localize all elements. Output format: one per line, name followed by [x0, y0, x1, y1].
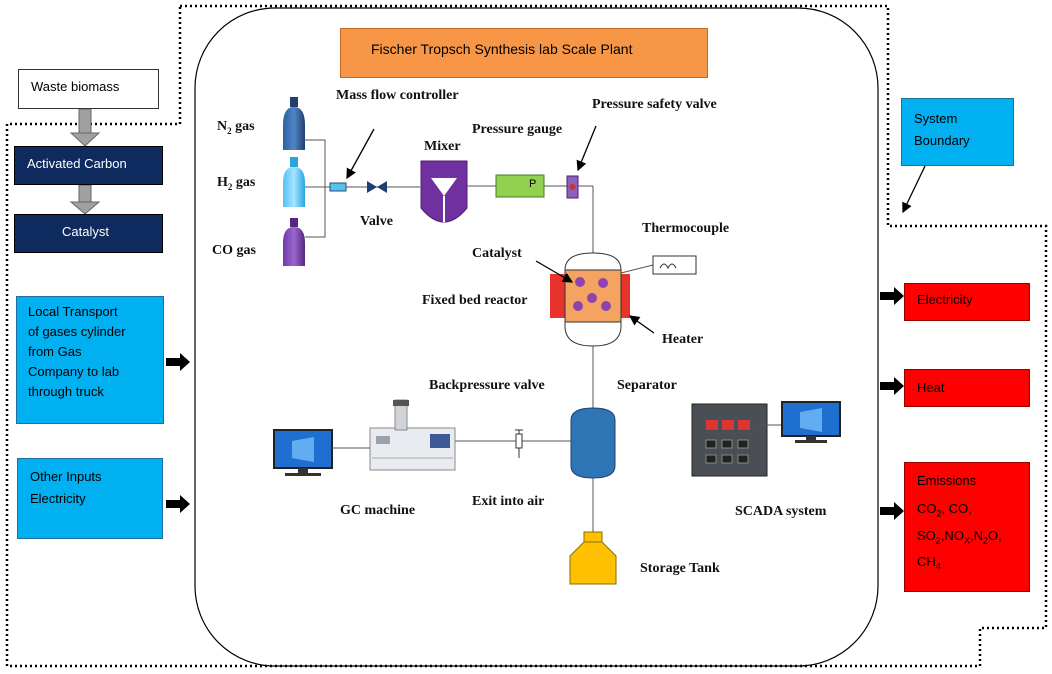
pressure-safety-valve-label: Pressure safety valve	[592, 97, 717, 112]
emissions-output-arrow	[880, 502, 904, 520]
scada-panel	[691, 403, 768, 477]
backpressure-valve	[515, 429, 523, 458]
local-transport-line-3: from Gas	[28, 344, 82, 359]
mixer-label: Mixer	[424, 139, 461, 154]
electricity-input-arrow	[166, 495, 190, 513]
emissions-list: CO2, CO, SO2,NOX,N2O, CH4	[917, 501, 1002, 572]
thermocouple-label: Thermocouple	[642, 221, 730, 236]
scada-computer	[781, 401, 841, 443]
activated-carbon-box: Activated Carbon	[14, 146, 163, 185]
transport-input-arrow	[166, 353, 190, 371]
other-inputs-line-1: Other Inputs	[30, 469, 102, 484]
storage-tank-label: Storage Tank	[640, 561, 720, 576]
scada-system-label: SCADA system	[735, 504, 827, 519]
local-transport-line-4: Company to lab	[28, 364, 120, 379]
heat-output-box: Heat	[904, 369, 1030, 407]
emissions-title: Emissions	[917, 473, 977, 488]
pressure-gauge-label: Pressure gauge	[472, 122, 563, 137]
system-boundary-box: System Boundary	[901, 98, 1014, 166]
gc-computer	[273, 429, 333, 476]
valve-label: Valve	[360, 214, 393, 229]
pressure-gauge	[495, 174, 545, 198]
waste-biomass-box: Waste biomass	[18, 69, 159, 109]
separator	[570, 407, 616, 479]
n2-cylinder	[283, 97, 305, 150]
local-transport-box: Local Transport of gases cylinder from G…	[16, 296, 164, 424]
catalyst-box: Catalyst	[14, 214, 163, 253]
n2-gas-label: N2 gas	[217, 119, 255, 136]
mass-flow-controller-label: Mass flow controller	[336, 88, 459, 103]
separator-label: Separator	[617, 378, 677, 393]
heater-label: Heater	[662, 332, 704, 347]
backpressure-valve-label: Backpressure valve	[429, 378, 545, 393]
other-inputs-box: Other Inputs Electricity	[17, 458, 163, 539]
fixed-bed-reactor-label: Fixed bed reactor	[422, 293, 528, 308]
co-cylinder	[283, 218, 305, 266]
gauge-letter: P	[529, 178, 537, 190]
h2-cylinder	[283, 157, 305, 207]
electricity-output-box: Electricity	[904, 283, 1030, 321]
local-transport-line-1: Local Transport	[28, 304, 118, 319]
h2-gas-label: H2 gas	[217, 175, 256, 192]
gc-machine-label: GC machine	[340, 503, 416, 518]
mass-flow-controller	[329, 182, 347, 192]
plant-title: Fischer Tropsch Synthesis lab Scale Plan…	[340, 28, 708, 78]
gc-machine	[369, 399, 456, 471]
co-gas-label: CO gas	[212, 243, 256, 258]
other-inputs-line-2: Electricity	[30, 491, 86, 506]
plant-enclosure	[194, 7, 879, 667]
valve-symbol	[367, 181, 387, 193]
exit-into-air-label: Exit into air	[472, 494, 545, 509]
mixer	[420, 160, 468, 223]
storage-tank	[569, 531, 617, 585]
catalyst-label: Catalyst	[472, 246, 522, 261]
electricity-output-arrow	[880, 287, 904, 305]
local-transport-line-5: through truck	[28, 384, 104, 399]
emissions-output-box: Emissions CO2, CO, SO2,NOX,N2O, CH4	[904, 462, 1030, 592]
carbon-to-catalyst-arrow	[69, 184, 101, 215]
fixed-bed-reactor	[550, 252, 630, 347]
heat-output-arrow	[880, 377, 904, 395]
local-transport-line-2: of gases cylinder	[28, 324, 126, 339]
biomass-to-carbon-arrow	[69, 108, 101, 147]
